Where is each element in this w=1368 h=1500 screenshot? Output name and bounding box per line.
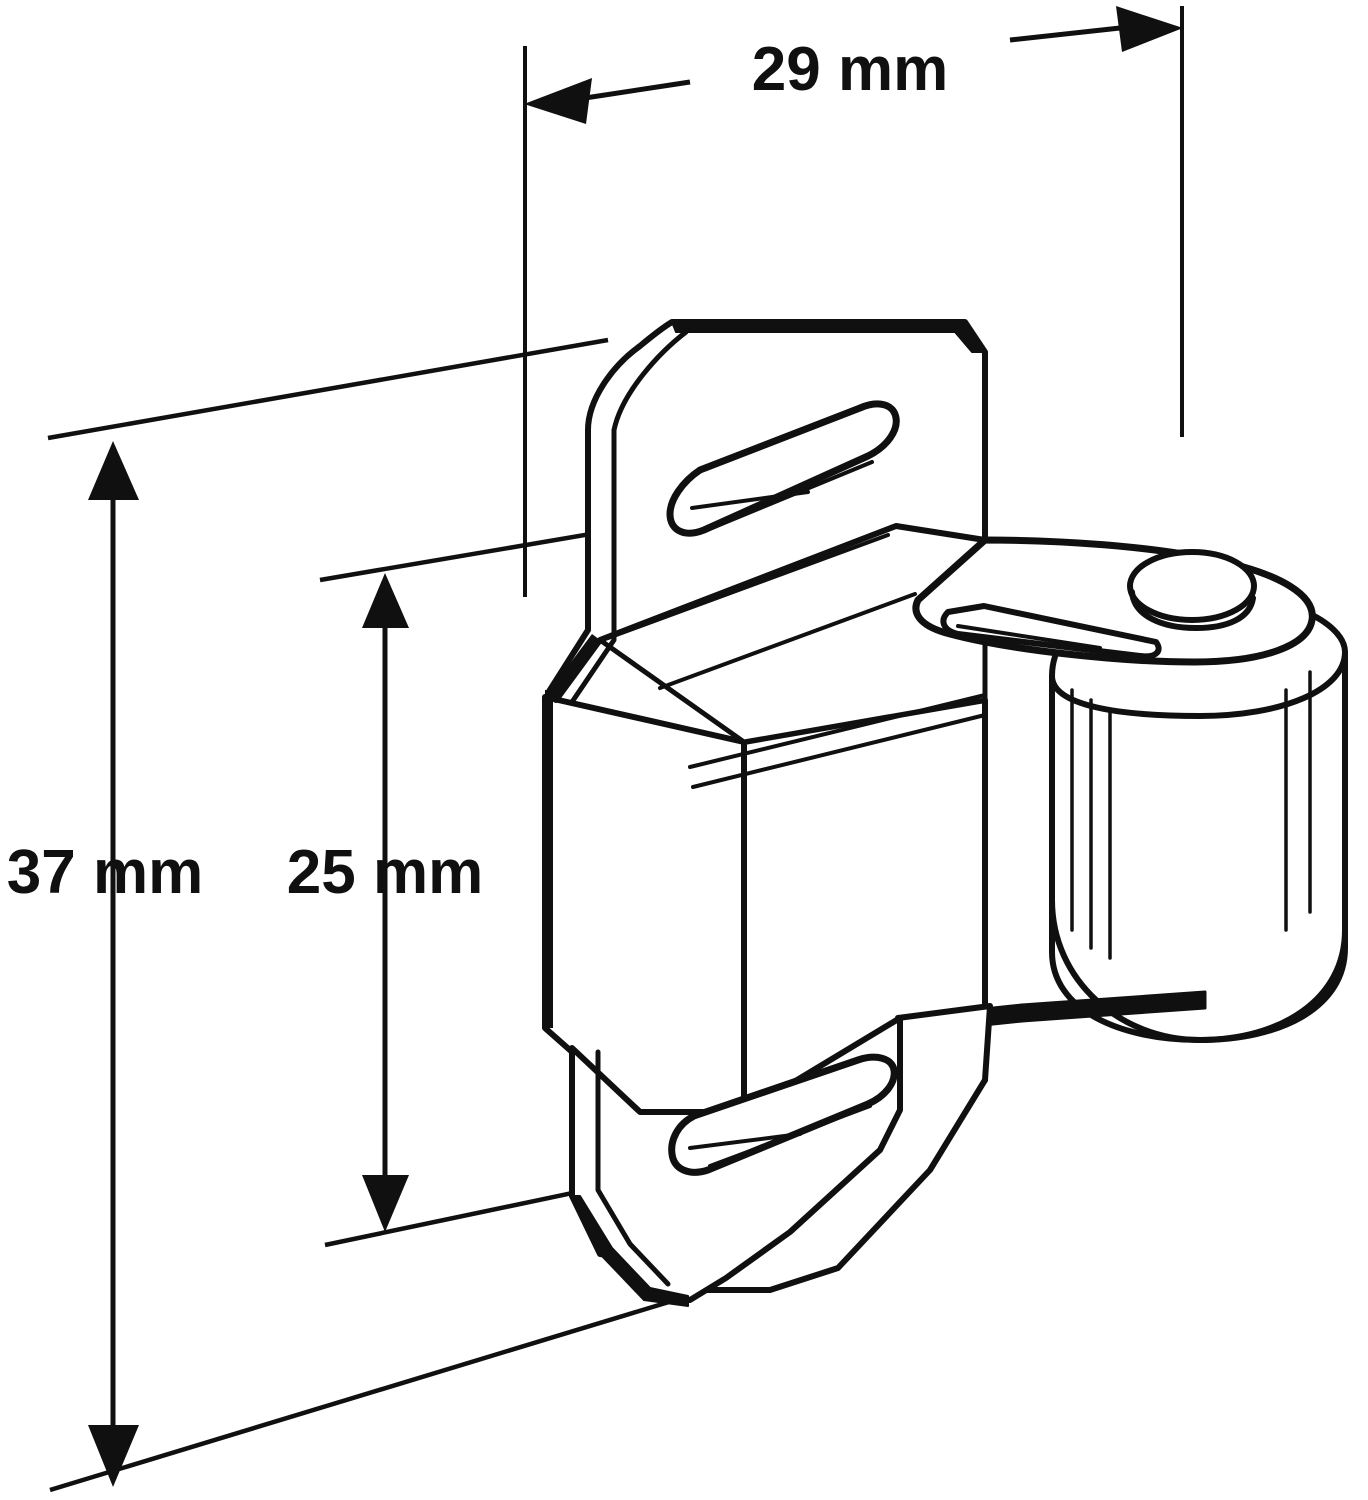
dimension-label-37mm: 37 mm	[7, 838, 203, 907]
top-face-crease	[658, 592, 917, 690]
arrowhead-right	[1116, 6, 1183, 52]
roller-cylinder	[1049, 589, 1348, 1043]
bracket-body	[542, 319, 988, 1115]
slot-inner-line	[708, 1104, 872, 1168]
pivot-arm	[912, 536, 1316, 666]
arrow-shaft-right	[1009, 25, 1121, 43]
bottom-foot	[569, 1003, 993, 1307]
dimension-37mm: 37 mm	[7, 337, 693, 1493]
arrowhead-top	[362, 573, 409, 628]
slot-inner-line	[688, 1132, 802, 1150]
back-plate-top-edge	[671, 321, 986, 353]
side-face-crease	[688, 693, 987, 769]
leader-line-top	[47, 337, 609, 441]
pivot-boss	[1127, 549, 1257, 623]
side-face-crease	[691, 713, 987, 789]
arrow-shaft-left	[571, 79, 691, 103]
back-plate-inner-edge	[569, 329, 689, 705]
dimension-label-25mm: 25 mm	[287, 838, 483, 907]
dimension-label-29mm: 29 mm	[752, 35, 948, 104]
arrowhead-left	[524, 78, 592, 124]
arrowhead-bottom	[362, 1175, 409, 1232]
pivot-boss-side	[1129, 589, 1256, 631]
arrowhead-bottom	[88, 1425, 139, 1487]
flap-edge-shadow	[545, 690, 553, 1028]
roller-bottom-arc	[1049, 897, 1348, 1043]
slot-inner-line	[710, 460, 874, 530]
leader-line-bottom	[49, 1292, 693, 1493]
slot-inner-line	[956, 624, 1102, 650]
part-drawing	[542, 319, 1348, 1307]
back-plate-shadow	[548, 634, 600, 700]
top-mounting-slot	[666, 400, 900, 537]
wedge-shadow	[571, 1195, 689, 1307]
side-mounting-slot	[940, 603, 1162, 660]
arrowhead-top	[88, 441, 139, 500]
wedge-inner-edge	[595, 1049, 671, 1287]
dimension-29mm: 29 mm	[523, 6, 1184, 597]
